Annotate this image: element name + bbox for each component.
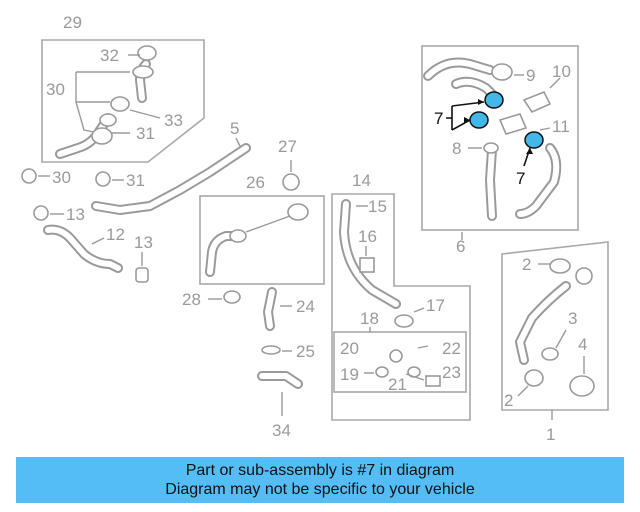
callout-29: 29 xyxy=(63,13,82,32)
parts-diagram: 29 32 30 33 31 30 31 13 12 13 5 26 2 xyxy=(21,13,609,444)
callout-31-outer: 31 xyxy=(126,171,145,190)
group-26 xyxy=(199,160,325,285)
callout-33: 33 xyxy=(164,111,183,130)
callout-11: 11 xyxy=(552,117,570,136)
callout-14: 14 xyxy=(352,171,371,190)
callout-6: 6 xyxy=(456,237,465,256)
callout-18: 18 xyxy=(360,309,379,328)
callout-1: 1 xyxy=(546,425,555,444)
callout-27: 27 xyxy=(278,137,297,156)
bracket-5 xyxy=(91,137,251,215)
callout-7-right: 7 xyxy=(516,169,525,188)
callout-30-inner: 30 xyxy=(46,80,65,99)
part-7-clamp-middle xyxy=(469,111,489,129)
callout-13-left: 13 xyxy=(66,205,85,224)
callout-12: 12 xyxy=(106,225,125,244)
callout-24: 24 xyxy=(296,297,315,316)
callout-30-outer: 30 xyxy=(52,168,71,187)
part-7-highlight xyxy=(446,91,544,167)
banner-line-disclaimer: Diagram may not be specific to your vehi… xyxy=(165,481,475,498)
callout-17: 17 xyxy=(426,296,445,315)
callout-13-lower: 13 xyxy=(134,233,153,252)
callout-15: 15 xyxy=(368,197,387,216)
callout-10: 10 xyxy=(552,62,571,81)
group-6 xyxy=(421,45,579,240)
callout-4: 4 xyxy=(578,335,587,354)
callout-34: 34 xyxy=(272,421,291,440)
banner-line-part: Part or sub-assembly is #7 in diagram xyxy=(185,462,455,479)
group-29 xyxy=(41,39,205,163)
callout-31-inner: 31 xyxy=(136,124,155,143)
callout-9: 9 xyxy=(526,66,535,85)
callout-5: 5 xyxy=(230,119,239,138)
callout-23: 23 xyxy=(442,363,461,382)
callout-20: 20 xyxy=(340,339,359,358)
group-1 xyxy=(501,241,609,420)
part-7-clamp-upper xyxy=(484,91,504,109)
callout-2-upper: 2 xyxy=(522,255,531,274)
callout-7-left: 7 xyxy=(434,109,443,128)
info-banner: Part or sub-assembly is #7 in diagram Di… xyxy=(16,457,624,503)
callout-28: 28 xyxy=(182,290,201,309)
loose-parts-middle xyxy=(208,287,303,416)
callout-8: 8 xyxy=(452,139,461,158)
callout-2-lower: 2 xyxy=(504,391,513,410)
callout-16: 16 xyxy=(358,227,377,246)
callout-26: 26 xyxy=(246,173,265,192)
callout-25: 25 xyxy=(296,342,315,361)
part-7-clamp-right xyxy=(524,131,544,149)
callout-32: 32 xyxy=(100,46,119,65)
group-14 xyxy=(331,193,471,421)
callout-22: 22 xyxy=(442,339,461,358)
callout-19: 19 xyxy=(340,365,359,384)
loose-parts-left xyxy=(21,168,149,283)
callout-3: 3 xyxy=(568,309,577,328)
callout-21: 21 xyxy=(388,375,407,394)
